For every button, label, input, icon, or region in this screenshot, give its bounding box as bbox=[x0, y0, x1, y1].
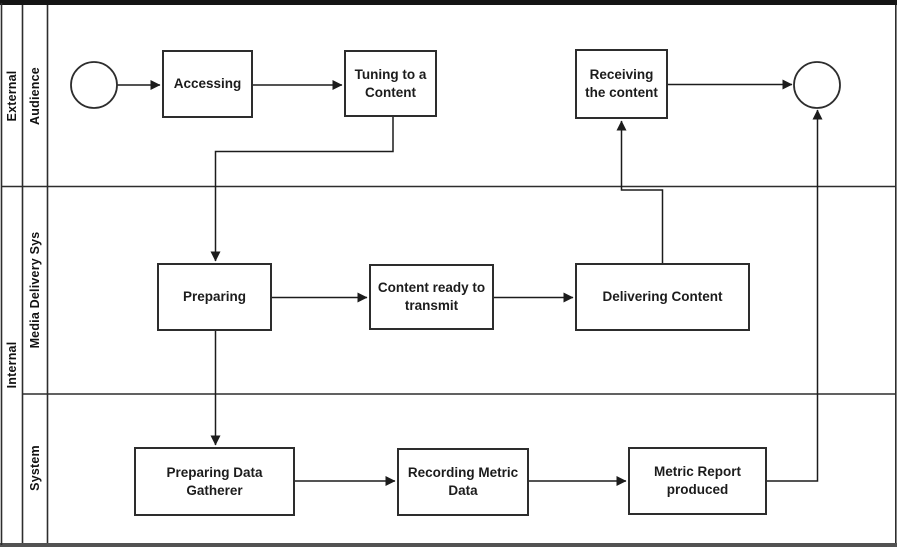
frame-top-border bbox=[0, 0, 897, 5]
connector-delivering-to-receiving bbox=[616, 120, 664, 263]
end-event-circle bbox=[793, 61, 841, 109]
lane-label-media-delivery-sys: Media Delivery Sys bbox=[28, 231, 42, 349]
connectors bbox=[117, 79, 823, 486]
task-metric-report-produced: Metric Report produced bbox=[628, 447, 767, 515]
task-preparing: Preparing bbox=[157, 263, 272, 331]
connector-tuning-to-preparing bbox=[210, 117, 394, 262]
task-delivering-content: Delivering Content bbox=[575, 263, 750, 331]
lane-label-internal: Internal bbox=[5, 341, 19, 389]
lane-label-external: External bbox=[5, 70, 19, 122]
task-tuning-to-a-content: Tuning to a Content bbox=[344, 50, 437, 117]
task-receiving-the-content: Receiving the content bbox=[575, 49, 668, 119]
connector-metricreport-to-end bbox=[767, 109, 823, 482]
lane-label-system: System bbox=[28, 445, 42, 491]
frame-bottom-border bbox=[0, 543, 897, 547]
lane-label-audience: Audience bbox=[28, 67, 42, 125]
task-preparing-data-gatherer: Preparing Data Gatherer bbox=[134, 447, 295, 516]
task-recording-metric-data: Recording Metric Data bbox=[397, 448, 529, 516]
lane-grid bbox=[0, 3, 897, 545]
task-content-ready-to-transmit: Content ready to transmit bbox=[369, 264, 494, 330]
start-event-circle bbox=[70, 61, 118, 109]
task-accessing: Accessing bbox=[162, 50, 253, 118]
